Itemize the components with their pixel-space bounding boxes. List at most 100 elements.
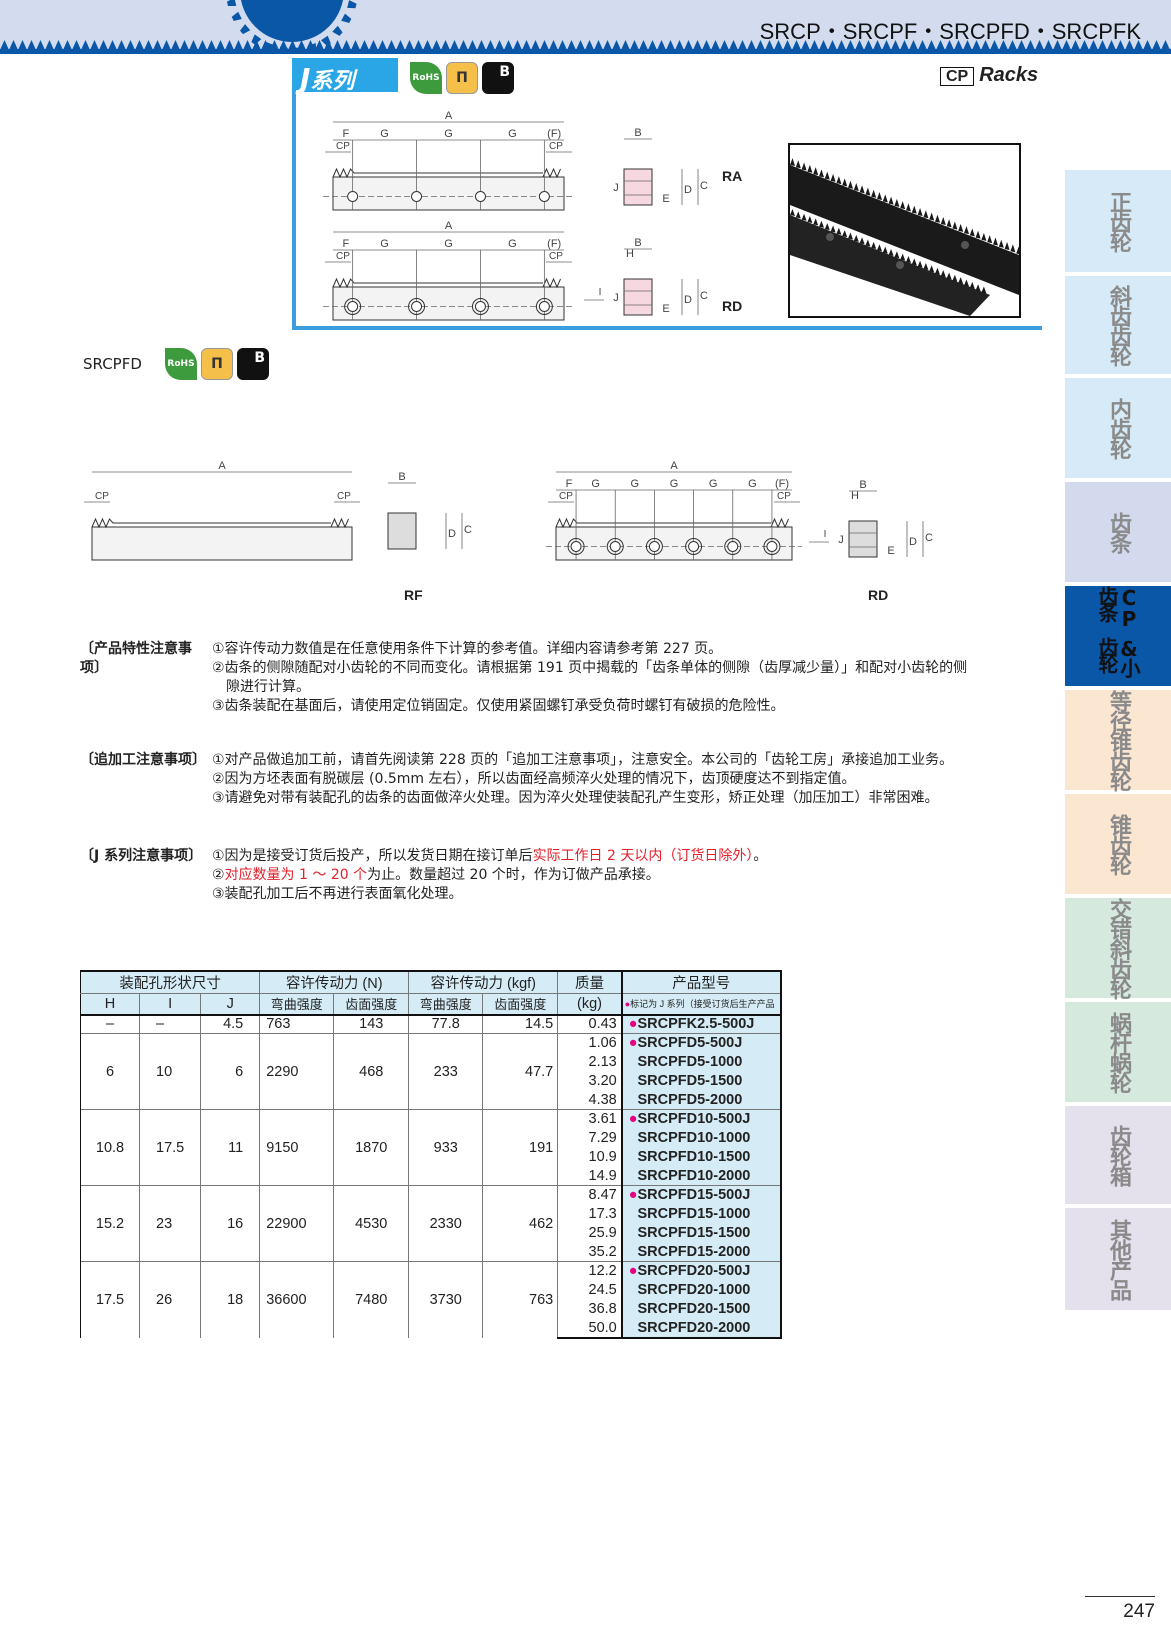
- table-row: 4.38●SRCPFD5-2000: [81, 1090, 782, 1110]
- note-line: ③装配孔加工后不再进行表面氧化处理。: [212, 885, 1112, 904]
- side-tab-2[interactable]: 内齿轮: [1065, 378, 1171, 478]
- dim-label-fp: (F): [547, 238, 561, 250]
- photo-tooth: [940, 217, 946, 226]
- cell-i: 17.5: [138, 1109, 201, 1186]
- cell-bendn: 22900: [259, 1185, 334, 1262]
- cell-mass: 1.06: [557, 1033, 622, 1053]
- type-label-ra: RA: [722, 168, 743, 184]
- band-tooth: [414, 40, 423, 50]
- cell-h: –: [80, 1014, 140, 1034]
- photo-tooth: [952, 274, 958, 282]
- band-tooth: [279, 40, 288, 50]
- cell-model: ●SRCPFD15-1000: [620, 1204, 782, 1224]
- band-tooth: [684, 40, 693, 50]
- cell-model: ●SRCPFD15-1500: [620, 1223, 782, 1243]
- cell-facen: 4530: [333, 1185, 409, 1262]
- cell-bendn: 2290: [259, 1033, 334, 1110]
- note-text: ②: [212, 867, 225, 883]
- cell-mass: 36.8: [557, 1299, 622, 1319]
- side-tab-8[interactable]: 蜗杆蜗轮: [1065, 1002, 1171, 1102]
- feature-badges-top: RoHS Π B: [410, 62, 514, 94]
- dim-label-g: G: [508, 128, 517, 140]
- tab-label: 锥齿轮: [1106, 814, 1131, 874]
- counterbore: [535, 298, 553, 315]
- j-series-dot-icon: ●: [628, 1016, 638, 1033]
- tab-label-right: CP齿条: [1095, 586, 1141, 628]
- photo-tooth: [900, 253, 906, 261]
- dim-label-b: B: [634, 237, 641, 249]
- side-tab-6[interactable]: 锥齿轮: [1065, 794, 1171, 894]
- photo-tooth: [865, 187, 871, 196]
- dim-label-f: F: [342, 128, 349, 140]
- model-note-text: 标记为 J 系列（接受订货后生产产品: [630, 999, 775, 1010]
- cell-mass: 35.2: [557, 1242, 622, 1262]
- band-tooth: [774, 40, 783, 50]
- band-tooth: [900, 40, 909, 50]
- model-number: SRCPFD5-2000: [637, 1091, 743, 1108]
- cell-j: 4.5: [200, 1014, 260, 1034]
- dim-label-cp: CP: [336, 141, 350, 152]
- photo-tooth: [911, 258, 917, 266]
- dim-label-c: C: [700, 180, 708, 192]
- band-tooth: [72, 40, 81, 50]
- band-tooth: [513, 40, 522, 50]
- side-tab-7[interactable]: 交错斜齿轮: [1065, 898, 1171, 998]
- dim-label-f: F: [566, 478, 573, 490]
- cell-facen: 1870: [333, 1109, 409, 1186]
- dim-label-g: G: [631, 478, 640, 490]
- band-tooth: [549, 40, 558, 50]
- band-tooth: [333, 40, 342, 50]
- dim-label-cp: CP: [337, 491, 351, 502]
- dim-label-fp: (F): [547, 128, 561, 140]
- band-tooth: [243, 40, 252, 50]
- note-lines: ①对产品做追加工前，请首先阅读第 228 页的「追加工注意事项」，注意安全。本公…: [212, 751, 1112, 808]
- dim-label-h: H: [626, 248, 634, 260]
- model-number: SRCPFD5-1000: [637, 1054, 743, 1070]
- photo-tooth: [836, 176, 842, 185]
- side-tab-9[interactable]: 齿轮箱: [1065, 1106, 1171, 1204]
- cell-j: 18: [200, 1261, 260, 1338]
- band-tooth: [81, 40, 90, 50]
- band-tooth: [1035, 40, 1044, 50]
- counterbore: [344, 298, 362, 315]
- band-tooth: [288, 40, 297, 50]
- band-tooth: [675, 40, 684, 50]
- photo-tooth: [795, 211, 801, 219]
- photo-tooth: [923, 263, 929, 271]
- band-tooth: [963, 40, 972, 50]
- band-tooth: [585, 40, 594, 50]
- side-tab-0[interactable]: 正齿轮: [1065, 170, 1171, 272]
- side-tab-3[interactable]: 齿条: [1065, 482, 1171, 582]
- photo-tooth: [894, 251, 900, 259]
- mounting-hole: [727, 541, 739, 552]
- cell-i: 26: [138, 1261, 201, 1338]
- photo-tooth: [946, 272, 952, 280]
- note-line: ③请避免对带有装配孔的齿条的齿面做淬火处理。因为淬火处理使装配孔产生变形，矫正处…: [212, 789, 1112, 808]
- side-tab-1[interactable]: 斜齿齿轮: [1065, 276, 1171, 374]
- photo-tooth: [790, 209, 795, 216]
- band-tooth: [252, 40, 261, 50]
- side-tab-5[interactable]: 等径锥齿轮: [1065, 690, 1171, 790]
- tab-label: 等径锥齿轮: [1106, 690, 1131, 790]
- side-tab-4[interactable]: CP齿条&小齿轮: [1065, 586, 1171, 686]
- photo-tooth: [993, 237, 998, 246]
- band-tooth: [450, 40, 459, 50]
- photo-tooth: [865, 239, 871, 247]
- photo-tooth: [801, 213, 807, 221]
- band-tooth: [1125, 40, 1134, 50]
- band-tooth: [621, 40, 630, 50]
- cp-badge: CP: [940, 67, 975, 86]
- photo-tooth: [917, 260, 923, 268]
- rack-teeth: [91, 517, 331, 529]
- photo-tooth: [836, 227, 842, 235]
- side-tab-10[interactable]: 其他产品: [1065, 1208, 1171, 1310]
- col-group-mount: 装配孔形状尺寸: [79, 970, 260, 994]
- counterbore: [724, 538, 742, 555]
- photo-tooth: [923, 210, 929, 219]
- note-heading: 〔J 系列注意事项〕: [80, 848, 203, 864]
- band-tooth: [90, 40, 99, 50]
- band-tooth: [882, 40, 891, 50]
- band-tooth: [9, 40, 18, 50]
